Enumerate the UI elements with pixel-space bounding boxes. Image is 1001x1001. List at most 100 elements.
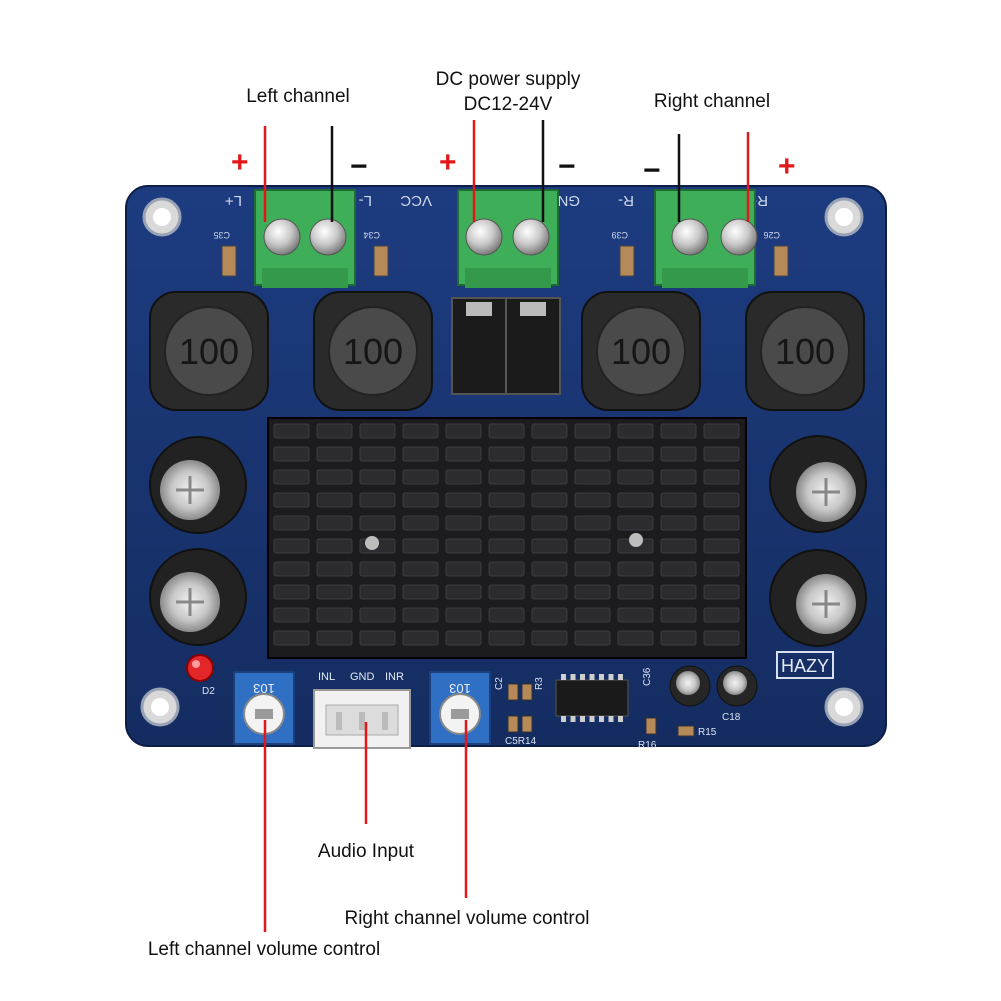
inductor: 100 (745, 291, 865, 411)
heatsink-fin (359, 446, 396, 462)
heatsink-fin (359, 561, 396, 577)
ic-pin (561, 674, 566, 680)
heatsink-fin (359, 584, 396, 600)
silk-c35: C35 (213, 230, 230, 240)
heatsink-fin (273, 423, 310, 439)
mounting-holes (140, 197, 864, 727)
power-diodes (451, 297, 561, 395)
heatsink-fin (617, 446, 654, 462)
heatsink-fin (488, 538, 525, 554)
heatsink-fin (617, 630, 654, 646)
heatsink-fin (531, 561, 568, 577)
heatsink-fin (445, 469, 482, 485)
silk-gnd2: GND (350, 671, 375, 683)
heatsink-fin (660, 538, 697, 554)
heatsink-fin (531, 584, 568, 600)
silk-brand: HAZY (781, 656, 829, 676)
ic-pin (608, 716, 614, 722)
power-plus-sign: + (439, 146, 457, 179)
heatsink-fin (445, 446, 482, 462)
heatsink-fin (445, 607, 482, 623)
heatsink-fin (531, 469, 568, 485)
heatsink-fin (445, 423, 482, 439)
heatsink-fin (488, 607, 525, 623)
inductor-value: 100 (343, 331, 403, 372)
ic-pin (608, 674, 614, 680)
heatsink-fin (273, 584, 310, 600)
potentiometer-left: 103 (233, 671, 295, 745)
heatsink-fin (316, 630, 353, 646)
heatsink-fin (703, 607, 740, 623)
dc-power-label-line2: DC12-24V (463, 94, 553, 115)
silk-l-plus: L+ (225, 192, 242, 209)
terminal-left (254, 189, 356, 288)
heatsink-fin (574, 446, 611, 462)
heatsink-fin (359, 492, 396, 508)
power-minus-sign: − (558, 150, 576, 183)
ic-chip (555, 674, 629, 722)
potentiometer-right: 103 (429, 671, 491, 745)
heatsink-fin (617, 492, 654, 508)
silk-c2: C2 (494, 677, 505, 690)
right-minus-sign: − (643, 154, 661, 187)
ic-pin (580, 674, 585, 680)
heatsink-fin (402, 607, 439, 623)
heatsink-fin (445, 630, 482, 646)
heatsink-fin (488, 561, 525, 577)
smd-capacitor (773, 245, 789, 277)
silk-c34: C34 (363, 230, 380, 240)
ic-pin (618, 674, 623, 680)
heatsink-fin (273, 538, 310, 554)
pot-value: 103 (253, 681, 275, 696)
heatsink-fin (660, 630, 697, 646)
smd-capacitor (373, 245, 389, 277)
heatsink-fin (402, 446, 439, 462)
heatsink-fin (445, 492, 482, 508)
heatsink-fin (316, 515, 353, 531)
heatsink-fin (445, 538, 482, 554)
heatsink-fin (316, 446, 353, 462)
heatsink-fin (359, 469, 396, 485)
heatsink-fin (316, 492, 353, 508)
heatsink-fin (660, 423, 697, 439)
heatsink-fin (574, 630, 611, 646)
inductor-value: 100 (179, 331, 239, 372)
heatsink-fin (574, 469, 611, 485)
heatsink-fin (316, 607, 353, 623)
inductor: 100 (313, 291, 433, 411)
heatsink-fin (273, 607, 310, 623)
silk-r3: R3 (534, 677, 545, 690)
heatsink-fin (617, 607, 654, 623)
heatsink-fin (617, 515, 654, 531)
dc-power-label-line1: DC power supply (435, 69, 581, 90)
inductor: 100 (581, 291, 701, 411)
brand-box (776, 651, 834, 679)
heatsink-fin (316, 584, 353, 600)
right-channel-label: Right channel (653, 91, 771, 112)
heatsink-fin (402, 538, 439, 554)
heatsink-fin (660, 515, 697, 531)
heatsink-fin (703, 538, 740, 554)
smd-part (507, 683, 519, 701)
heatsink-fin (488, 584, 525, 600)
heatsink-fin (488, 515, 525, 531)
right-plus-sign: + (778, 150, 796, 183)
inductor: 100 (149, 291, 269, 411)
heatsink-fin (660, 561, 697, 577)
annotation-lines (263, 120, 750, 932)
silk-d2: D2 (202, 686, 215, 697)
heatsink-fin (660, 607, 697, 623)
heatsink-fin (402, 515, 439, 531)
heatsink-fin (273, 469, 310, 485)
silk-c5r14: C5R14 (505, 736, 537, 747)
heatsink-fin (402, 584, 439, 600)
silk-c36: C36 (642, 667, 653, 686)
heatsink-fin (574, 584, 611, 600)
heatsink-fin (359, 630, 396, 646)
terminal-right (654, 189, 758, 288)
heatsink-fin (703, 423, 740, 439)
right-volume-label: Right channel volume control (344, 908, 590, 929)
heatsink-fin (617, 584, 654, 600)
